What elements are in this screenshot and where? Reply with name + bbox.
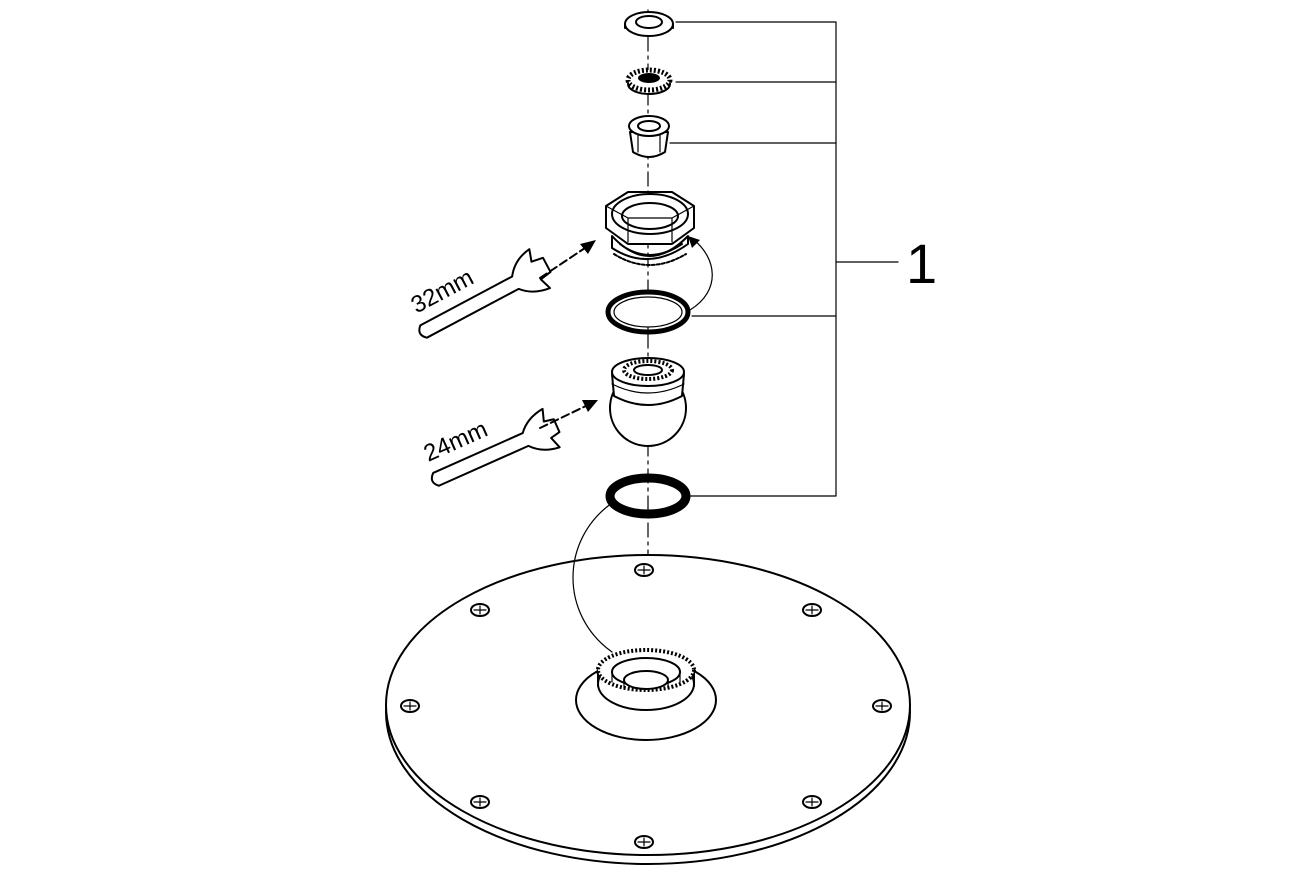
screw-icon <box>634 563 654 577</box>
screw-icon <box>634 835 654 849</box>
callout-leaders <box>669 21 899 497</box>
flow-regulator <box>628 115 670 158</box>
shower-head-plate <box>385 554 911 865</box>
flat-gasket <box>605 473 691 519</box>
screw-icon <box>470 603 490 617</box>
callout-number: 1 <box>906 232 937 295</box>
hex-nut <box>605 191 695 266</box>
plate-center-fitting <box>575 648 717 741</box>
screw-icon <box>802 795 822 809</box>
screw-icon <box>802 603 822 617</box>
filter-screen <box>625 67 673 95</box>
o-ring <box>605 289 691 335</box>
arrow-to-hex-nut <box>539 240 596 279</box>
assembly-arrow <box>688 236 713 311</box>
screw-icon <box>400 699 420 713</box>
screw-icon <box>470 795 490 809</box>
arrow-to-ball-joint <box>539 400 598 429</box>
wrench-24mm: 24mm <box>420 407 561 487</box>
plate-screws <box>400 563 892 849</box>
ball-joint <box>609 357 687 447</box>
assembly-arrow <box>572 502 613 653</box>
screw-icon <box>872 699 892 713</box>
washer <box>624 11 674 37</box>
wrench-32mm: 32mm <box>407 248 552 339</box>
